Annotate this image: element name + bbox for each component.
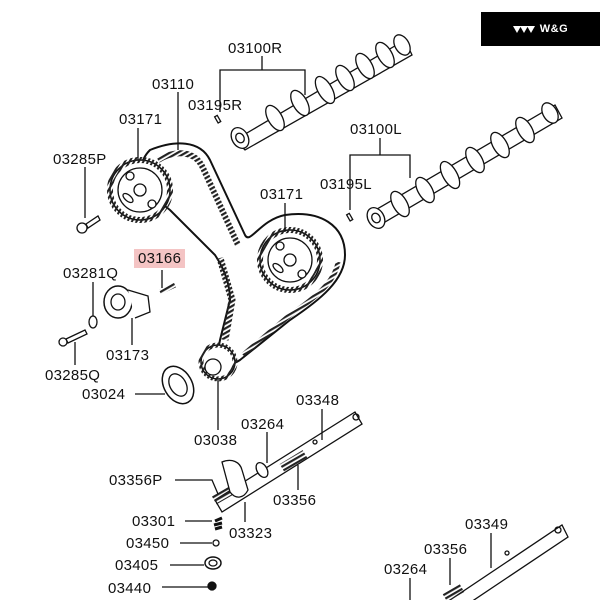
- timing-belt: [140, 142, 347, 365]
- leader-03100L: [349, 138, 411, 210]
- rocker-shaft-03349: [442, 524, 569, 600]
- part-label-03356-a[interactable]: 03356: [273, 492, 317, 509]
- part-label-03110[interactable]: 03110: [152, 76, 195, 93]
- camshaft-left: [345, 102, 563, 229]
- part-label-03173[interactable]: 03173: [106, 347, 150, 364]
- part-label-03323[interactable]: 03323: [229, 525, 273, 542]
- part-label-03024[interactable]: 03024: [82, 386, 126, 403]
- part-label-03281Q[interactable]: 03281Q: [63, 265, 119, 282]
- tensioner-03173: [103, 285, 151, 319]
- part-label-03171-b[interactable]: 03171: [260, 186, 304, 203]
- part-label-03348[interactable]: 03348: [296, 392, 340, 409]
- part-label-03264-a[interactable]: 03264: [241, 416, 285, 433]
- part-label-03285Q[interactable]: 03285Q: [45, 367, 101, 384]
- cam-sprocket-right: [257, 227, 323, 293]
- part-label-03356P[interactable]: 03356P: [109, 472, 163, 489]
- part-label-03356-b[interactable]: 03356: [424, 541, 468, 558]
- part-label-03195L[interactable]: 03195L: [320, 176, 372, 193]
- nut-03450: [212, 539, 220, 547]
- leader-lines: [74, 92, 492, 600]
- brand-badge: W&G: [481, 12, 600, 46]
- bolt-03285Q: [58, 329, 88, 347]
- part-label-03349[interactable]: 03349: [465, 516, 509, 533]
- cam-sprocket-left: [107, 157, 173, 223]
- part-label-03405[interactable]: 03405: [115, 557, 159, 574]
- spring-03166: [158, 282, 177, 295]
- rocker-shaft-03348: [211, 411, 363, 513]
- part-label-03171-a[interactable]: 03171: [119, 111, 163, 128]
- bolt-03285P: [76, 215, 101, 234]
- brand-name: W&G: [539, 23, 569, 35]
- flange-03024: [161, 365, 195, 405]
- part-03440: [207, 581, 217, 591]
- adjuster-screw-03301: [213, 516, 223, 531]
- part-label-03285P[interactable]: 03285P: [53, 151, 107, 168]
- part-label-03038[interactable]: 03038: [194, 432, 238, 449]
- part-label-03100L[interactable]: 03100L: [350, 121, 402, 138]
- washer-03281Q: [88, 315, 98, 329]
- part-label-03264-b[interactable]: 03264: [384, 561, 428, 578]
- part-label-03440[interactable]: 03440: [108, 580, 152, 597]
- leader-03100R: [219, 56, 306, 112]
- part-label-03450[interactable]: 03450: [126, 535, 170, 552]
- part-label-03100R[interactable]: 03100R: [228, 40, 283, 57]
- triple-chevron-logo-icon: [512, 25, 535, 33]
- part-label-03166-highlighted[interactable]: 03166: [134, 249, 186, 268]
- camshaft-right: [213, 34, 413, 151]
- crank-sprocket: [198, 342, 238, 382]
- part-label-03195R[interactable]: 03195R: [188, 97, 243, 114]
- part-label-03301[interactable]: 03301: [132, 513, 176, 530]
- cap-03405: [204, 556, 222, 570]
